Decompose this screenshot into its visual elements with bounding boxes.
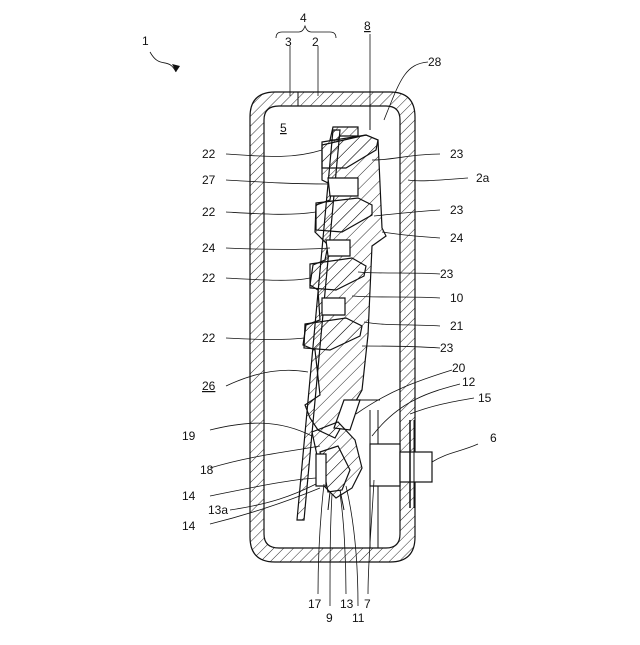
label-4: 4: [300, 11, 307, 25]
label-23-d: 23: [440, 341, 454, 355]
label-9: 9: [326, 611, 333, 625]
label-15: 15: [478, 391, 492, 405]
label-17: 17: [308, 597, 322, 611]
label-24-b: 24: [202, 241, 216, 255]
label-8: 8: [364, 19, 371, 33]
connector-body-15: [370, 444, 400, 486]
label-6: 6: [490, 431, 497, 445]
label-11: 11: [352, 611, 365, 625]
label-22-d: 22: [202, 331, 216, 345]
label-28: 28: [428, 55, 442, 69]
label-2a: 2a: [476, 171, 490, 185]
label-14-b: 14: [182, 519, 196, 533]
label-23-c: 23: [440, 267, 454, 281]
label-2: 2: [312, 35, 319, 49]
label-1: 1: [142, 34, 149, 48]
arrow-1: [150, 52, 176, 72]
connector-6: [400, 452, 432, 482]
label-3: 3: [285, 35, 292, 49]
label-27: 27: [202, 173, 216, 187]
label-13: 13: [340, 597, 354, 611]
label-22-b: 22: [202, 205, 216, 219]
label-22-c: 22: [202, 271, 216, 285]
label-5: 5: [280, 121, 287, 135]
tab-27: [328, 178, 358, 196]
label-22-a: 22: [202, 147, 216, 161]
label-7: 7: [364, 597, 371, 611]
label-23-b: 23: [450, 203, 464, 217]
label-24-a: 24: [450, 231, 464, 245]
part-9-line: [328, 492, 330, 510]
label-14-a: 14: [182, 489, 196, 503]
label-26: 26: [202, 379, 216, 393]
label-18: 18: [200, 463, 214, 477]
label-21: 21: [450, 319, 464, 333]
tab-24-b: [322, 298, 345, 315]
label-19: 19: [182, 429, 196, 443]
label-13a: 13a: [208, 503, 228, 517]
label-12: 12: [462, 375, 476, 389]
label-10: 10: [450, 291, 464, 305]
part-14: [316, 454, 326, 486]
label-20: 20: [452, 361, 466, 375]
label-23-a: 23: [450, 147, 464, 161]
